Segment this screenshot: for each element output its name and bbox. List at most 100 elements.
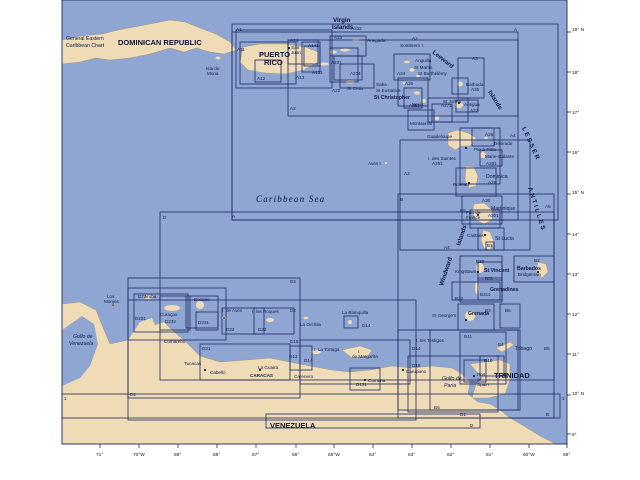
label-trinidad: TRINIDAD: [494, 371, 530, 380]
svg-text:A4: A4: [444, 245, 450, 250]
place-la-orchila: La Orchila: [300, 322, 321, 327]
svg-text:B6: B6: [505, 308, 511, 313]
title-line-1: General Eastern: [66, 36, 104, 42]
place-bridgetown: Bridgetown: [518, 272, 541, 277]
place-los-monjes-2: Monjes: [104, 299, 120, 304]
place-st-georges: St George's: [432, 313, 457, 318]
lat-10: 10° N: [572, 391, 585, 397]
svg-text:B: B: [400, 197, 403, 202]
land-tobago: [495, 341, 515, 353]
label-virgin-islands-2: Islands: [332, 24, 354, 31]
place-pointe-a-pitre: Pte-à-Pitre: [474, 147, 496, 152]
lat-14: 14°: [572, 232, 579, 238]
svg-text:B1: B1: [487, 243, 493, 248]
svg-text:A3: A3: [472, 56, 478, 61]
svg-text:B3: B3: [485, 308, 491, 313]
svg-text:A22: A22: [332, 88, 341, 93]
land-st-kitts: [414, 91, 420, 95]
svg-text:D232: D232: [165, 319, 176, 324]
lon-68: 68°: [213, 452, 220, 458]
svg-text:D2: D2: [290, 279, 296, 284]
land-barbados: [535, 261, 549, 279]
svg-text:B: B: [546, 412, 549, 417]
place-nevis: Nevis: [412, 102, 424, 107]
chart-panels: [61, 23, 561, 429]
svg-text:B311: B311: [480, 292, 491, 297]
place-i-de-margarita-1: I.: [358, 349, 361, 354]
land-bonaire: [196, 301, 204, 309]
place-cabello: Cabello: [210, 370, 226, 375]
svg-text:D21: D21: [202, 346, 211, 351]
lon-65: 65°W: [328, 452, 340, 458]
land-martinique: [471, 202, 493, 225]
svg-text:A281: A281: [486, 161, 497, 166]
land-desirade: [483, 137, 489, 139]
svg-text:D15: D15: [290, 339, 299, 344]
place-barbados: Barbados: [517, 266, 541, 272]
place-cumarebo: Cumarebo: [164, 339, 186, 344]
label-puerto-rico-2: RICO: [264, 58, 283, 67]
place-port-of-spain-1: Port: [477, 372, 486, 377]
svg-text:D231: D231: [198, 320, 209, 325]
place-st-vincent: St Vincent: [484, 268, 510, 274]
place-port-of-spain-3: Spain: [477, 382, 489, 387]
land-aruba: [143, 295, 153, 299]
svg-text:D1: D1: [460, 412, 466, 417]
svg-text:A11: A11: [237, 47, 245, 52]
svg-text:A25: A25: [405, 81, 414, 86]
place-kingstown: Kingstown: [455, 269, 477, 274]
svg-text:D14: D14: [412, 346, 421, 351]
place-grenada: Grenada: [468, 311, 489, 317]
place-anegada: Anegada: [367, 38, 386, 43]
place-castries: Castries: [467, 233, 485, 238]
svg-text:A12: A12: [257, 76, 266, 81]
place-curacao: Curaçao: [160, 312, 178, 317]
title-line-2: Caribbean Chart: [66, 43, 105, 49]
place-sombrero: Sombrero I.: [400, 43, 424, 48]
place-dominica: Dominica: [486, 174, 508, 180]
sea-golfo-venezuela: [62, 316, 98, 386]
svg-text:A2: A2: [412, 36, 418, 41]
place-i-los-testigos: I. los Testigos: [416, 338, 444, 343]
place-guadeloupe: Guadeloupe: [427, 134, 452, 139]
svg-text:A232: A232: [351, 26, 362, 31]
lat-16: 16°: [572, 150, 579, 156]
land-anguilla: [404, 60, 410, 64]
label-golfo-paria-1: Golfo de: [442, 376, 462, 382]
svg-text:B32: B32: [455, 296, 464, 301]
svg-text:B5: B5: [544, 346, 550, 351]
svg-text:A251: A251: [409, 103, 420, 108]
place-fort-de-france-1: Fort de: [466, 210, 481, 215]
label-caribbean-sea: Caribbean Sea: [256, 194, 325, 204]
lat-15: 15° N: [572, 190, 585, 196]
land-curacao: [164, 305, 180, 311]
svg-text:B31: B31: [485, 276, 494, 281]
label-golfo-paria-2: Paria: [444, 383, 456, 389]
land-paraguana: [128, 318, 156, 340]
place-montserrat: Montserrat: [410, 121, 433, 126]
place-tobago: Tobago: [515, 346, 532, 352]
lon-70: 70°W: [133, 452, 145, 458]
place-st-lucia: St Lucia: [495, 236, 514, 242]
svg-text:A23: A23: [334, 35, 343, 40]
svg-text:A: A: [232, 214, 236, 219]
svg-text:D2: D2: [290, 308, 296, 313]
svg-text:A13: A13: [296, 75, 305, 80]
land-grenada: [465, 311, 475, 321]
land-st-barth: [416, 74, 420, 78]
place-i-la-tortuga: I. La Tortuga: [314, 347, 340, 352]
label-golfo-venezuela-1: Golfo de: [73, 334, 93, 340]
label-puerto-rico-1: PUERTO: [259, 50, 290, 59]
svg-text:A29: A29: [488, 180, 497, 185]
lon-61: 61°: [486, 452, 493, 458]
svg-text:A234: A234: [350, 71, 361, 76]
place-la-blanquilla: La Blanquilla: [342, 310, 369, 315]
place-fort-de-france-2: France: [466, 215, 481, 220]
svg-text:A1: A1: [236, 27, 242, 32]
lat-12: 12°: [572, 312, 579, 318]
place-labels: Isla de Mona San Juan Anegada Sombrero I…: [104, 38, 541, 387]
land-tortola: [340, 48, 350, 52]
lon-69: 69°: [174, 452, 181, 458]
svg-text:1: 1: [64, 396, 67, 401]
lon-66: 66°: [292, 452, 299, 458]
